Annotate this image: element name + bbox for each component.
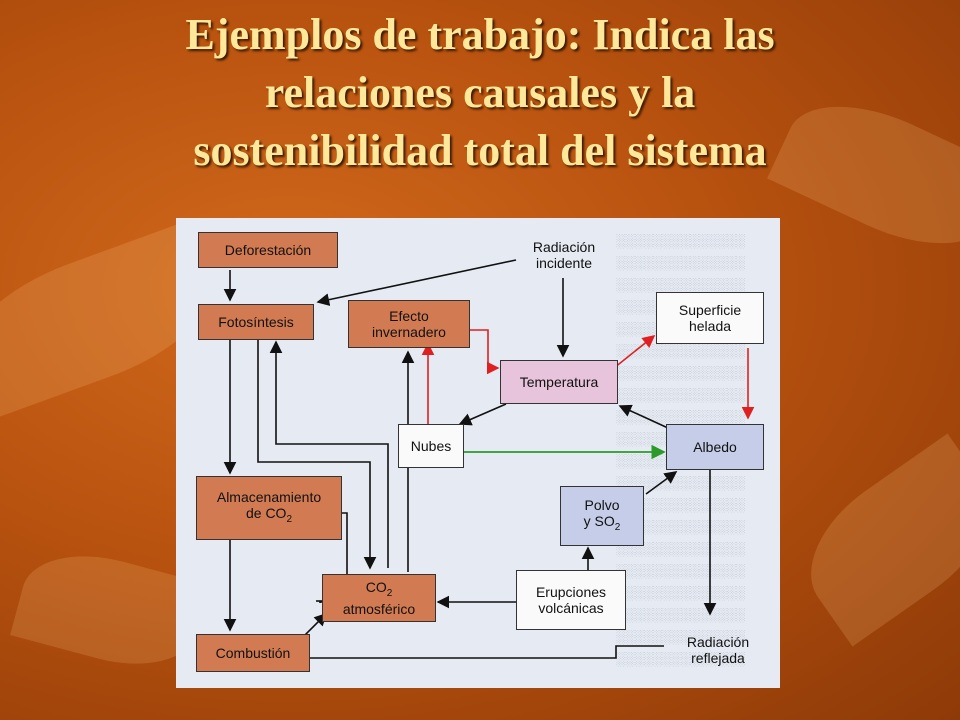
arrow-albedo-temperatura <box>618 404 669 429</box>
diagram-arrows <box>223 259 755 659</box>
node-efecto-invernadero: Efecto invernadero <box>348 300 470 348</box>
arrow-efecto-temperatura <box>470 329 500 375</box>
arrow-polvo-albedo <box>645 471 678 495</box>
node-almacenamiento-co2: Almacenamiento de CO2 <box>196 476 342 540</box>
node-co2-atmosferico: CO2 atmosférico <box>322 574 436 622</box>
node-fotosintesis: Fotosíntesis <box>198 304 314 340</box>
node-combustion: Combustión <box>196 634 310 672</box>
node-albedo: Albedo <box>666 424 764 470</box>
title-line-3: sostenibilidad total del sistema <box>193 126 767 175</box>
decorative-leaf <box>783 433 960 647</box>
causal-diagram: ░░░░░░░░░░░░░░░░░░░░░░░░░░░░░░░░░░░░░░░░… <box>176 218 780 688</box>
arrow-combustion-radiacion <box>310 645 664 659</box>
arrow-co2-fotosintesis <box>269 340 389 568</box>
node-erupciones-volcanicas: Erupciones volcánicas <box>516 570 626 630</box>
node-radiacion-incidente: Radiación incidente <box>532 239 596 271</box>
node-temperatura: Temperatura <box>500 360 618 404</box>
arrow-fotosintesis-co2 <box>257 340 377 570</box>
node-nubes: Nubes <box>398 424 464 468</box>
arrow-temperatura-nubes <box>458 403 507 426</box>
node-deforestacion: Deforestación <box>198 232 338 268</box>
title-line-2: relaciones causales y la <box>264 68 696 117</box>
title-line-1: Ejemplos de trabajo: Indica las <box>185 10 775 59</box>
node-polvo-so2: Polvo y SO2 <box>560 486 644 546</box>
node-superficie-helada: Superficie helada <box>656 292 764 344</box>
arrow-radiacion-fotosintesis <box>316 259 517 306</box>
arrow-temperatura-superficie <box>613 335 656 369</box>
slide-title: Ejemplos de trabajo: Indica las relacion… <box>0 6 960 180</box>
node-radiacion-reflejada: Radiación reflejada <box>686 634 750 666</box>
